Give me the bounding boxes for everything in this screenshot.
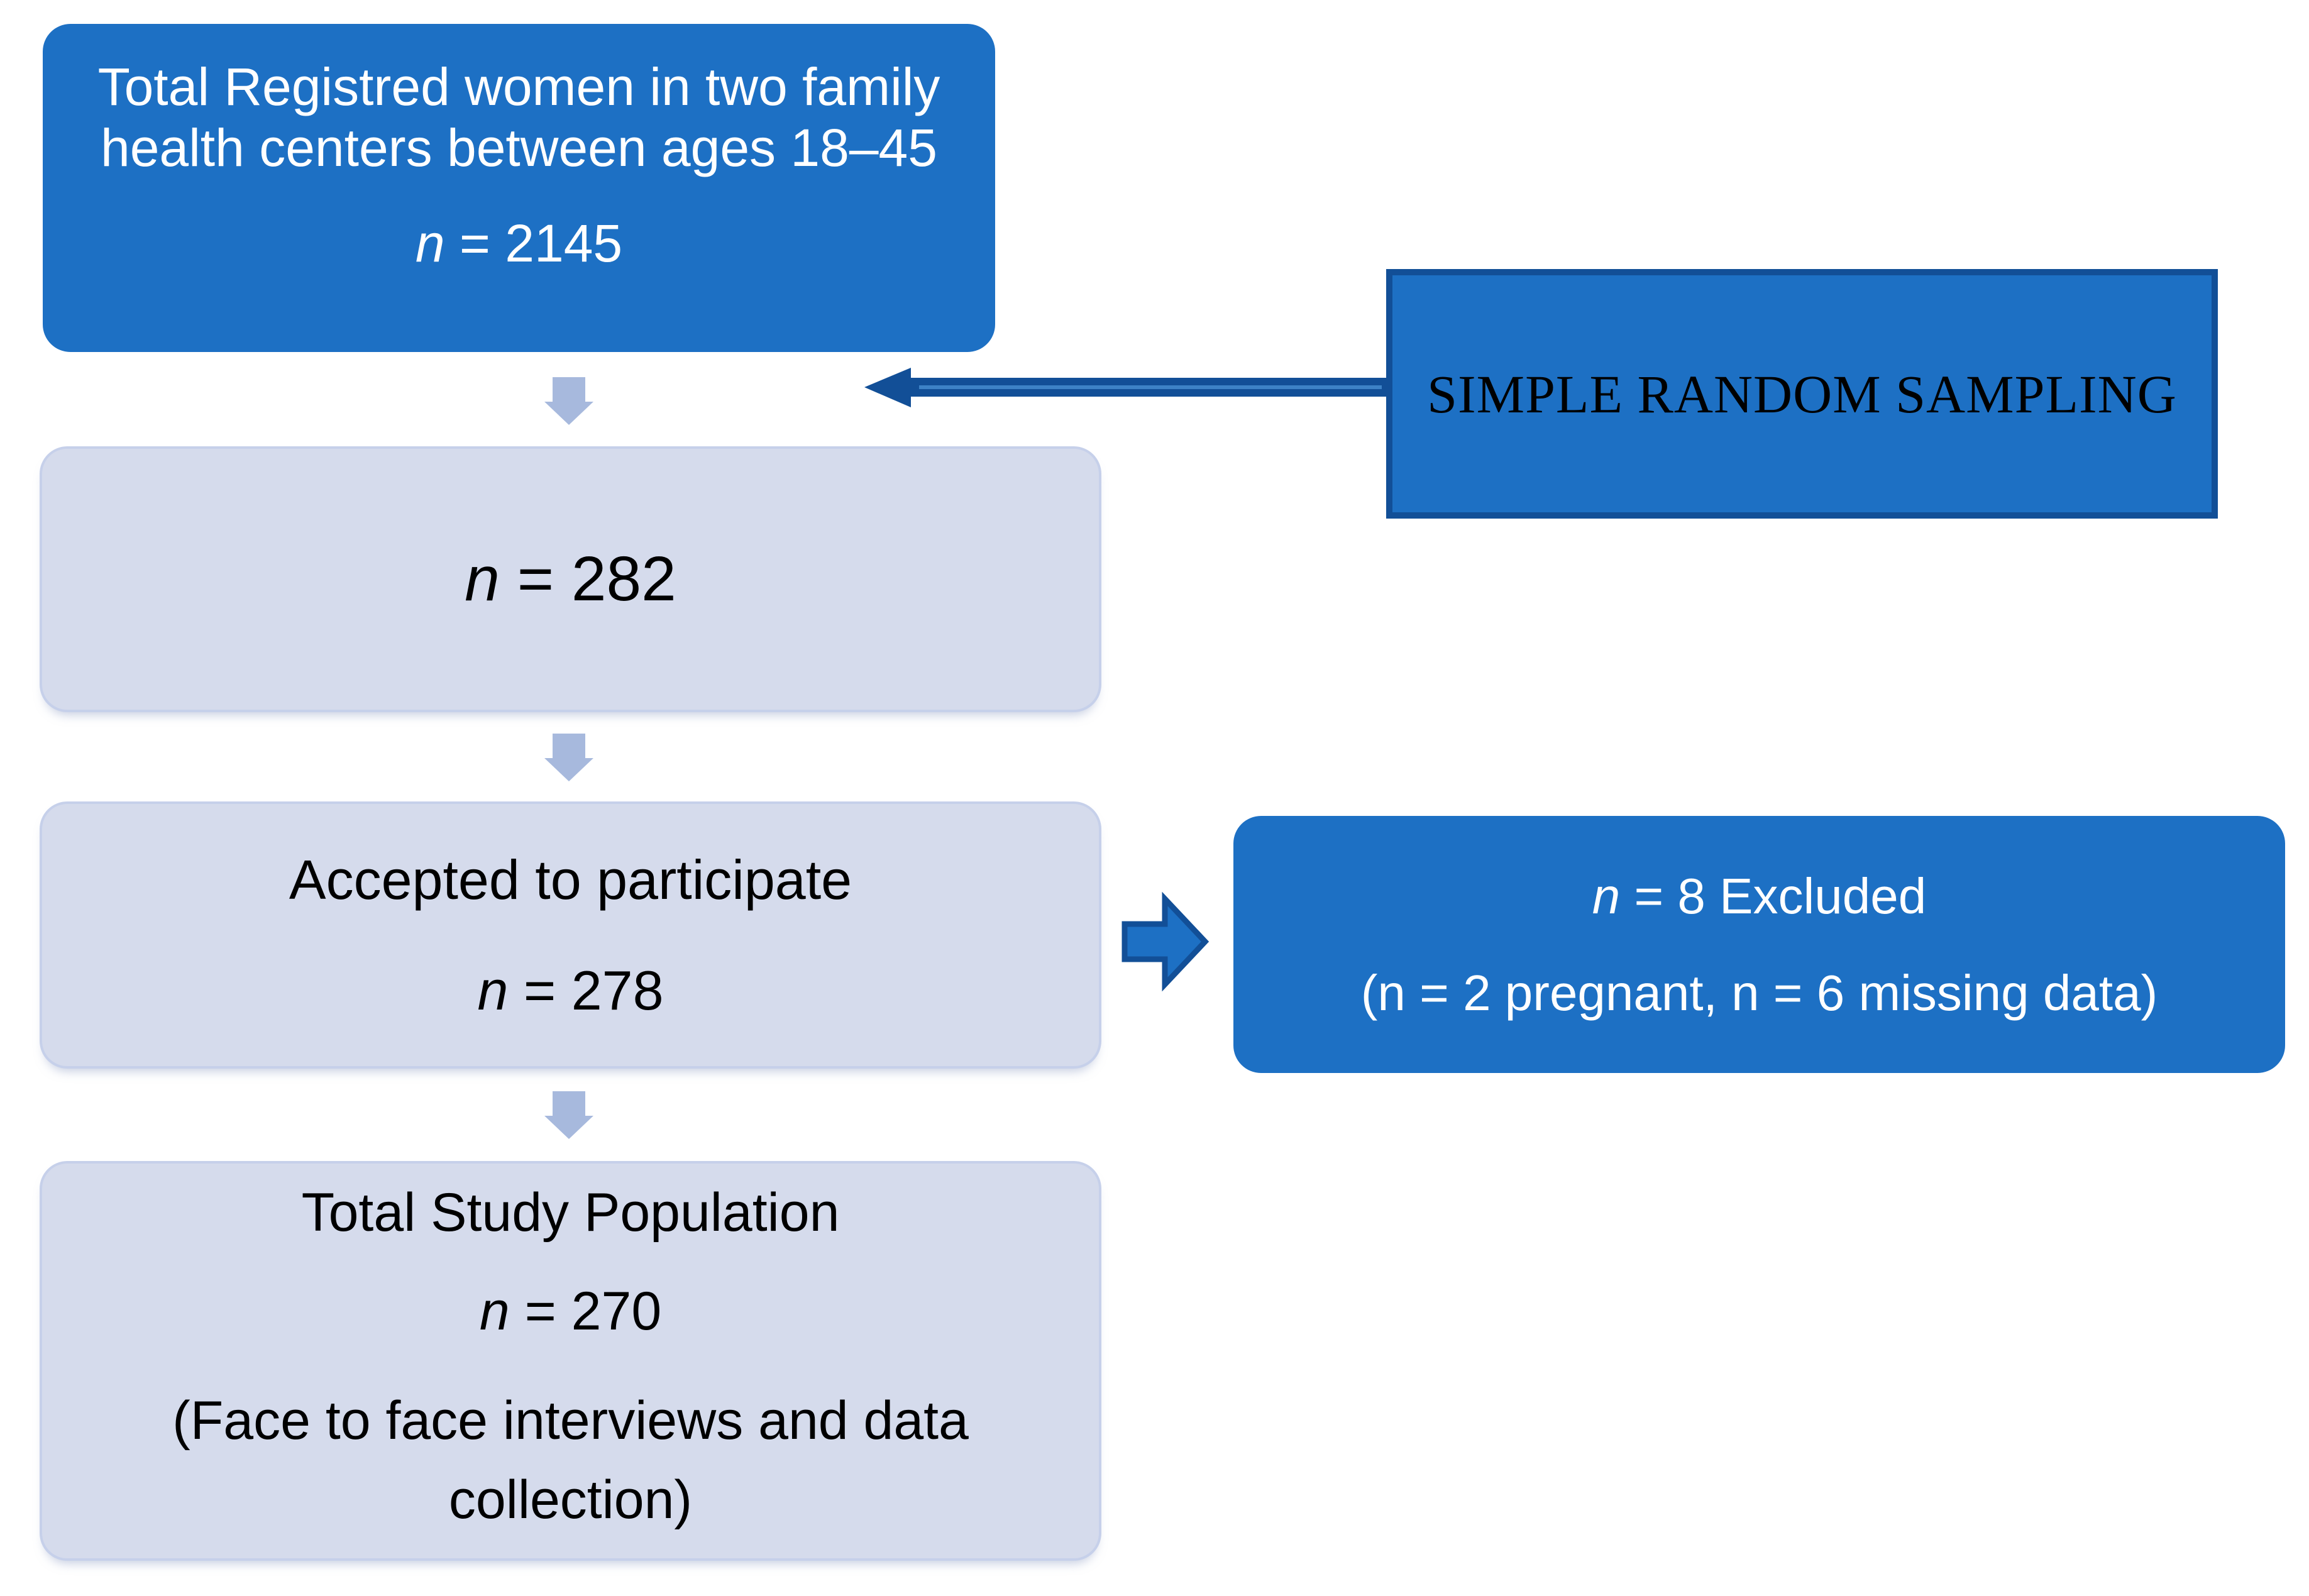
down-arrow-icon [544,377,593,425]
right-arrow-icon [1121,891,1210,992]
n-symbol: n [477,959,509,1021]
box-total-title: Total Registred women in two family heal… [98,57,940,179]
box-study-note: (Face to face interviews and data collec… [172,1390,969,1530]
box-total-study-population: Total Study Population n = 270 (Face to … [40,1161,1101,1561]
box-total-title-line2: health centers between ages 18–45 [100,118,937,178]
n-symbol: n [479,1281,510,1342]
box-total-count: n = 2145 [416,213,622,274]
box-excluded: n = 8 Excluded (n = 2 pregnant, n = 6 mi… [1233,816,2285,1073]
box-sampled: n = 282 [40,446,1101,712]
box-study-count-value: = 270 [509,1281,662,1342]
n-symbol: n [415,213,445,273]
box-excluded-count: n = 8 Excluded [1592,867,1927,925]
left-arrow-icon [864,368,1387,407]
box-excluded-count-value: = 8 Excluded [1620,867,1927,924]
box-accepted-title: Accepted to participate [289,848,852,911]
box-sampled-count-value: = 282 [499,544,676,614]
box-accepted-count: n = 278 [477,959,663,1023]
box-accepted-to-participate: Accepted to participate n = 278 [40,801,1101,1069]
box-study-title: Total Study Population [301,1182,840,1243]
srs-label: SIMPLE RANDOM SAMPLING [1427,363,2177,424]
box-total-registered: Total Registred women in two family heal… [43,24,995,352]
box-simple-random-sampling: SIMPLE RANDOM SAMPLING [1386,269,2218,519]
n-symbol: n [1592,867,1621,924]
box-total-title-line1: Total Registred women in two family [97,57,940,116]
box-total-count-value: = 2145 [444,213,623,273]
box-sampled-count: n = 282 [465,543,676,615]
box-accepted-count-value: = 278 [508,959,664,1021]
box-study-count: n = 270 [480,1280,661,1343]
down-arrow-icon [544,1091,593,1139]
down-arrow-icon [544,734,593,781]
box-excluded-detail: (n = 2 pregnant, n = 6 missing data) [1360,964,2158,1021]
n-symbol: n [465,544,500,614]
